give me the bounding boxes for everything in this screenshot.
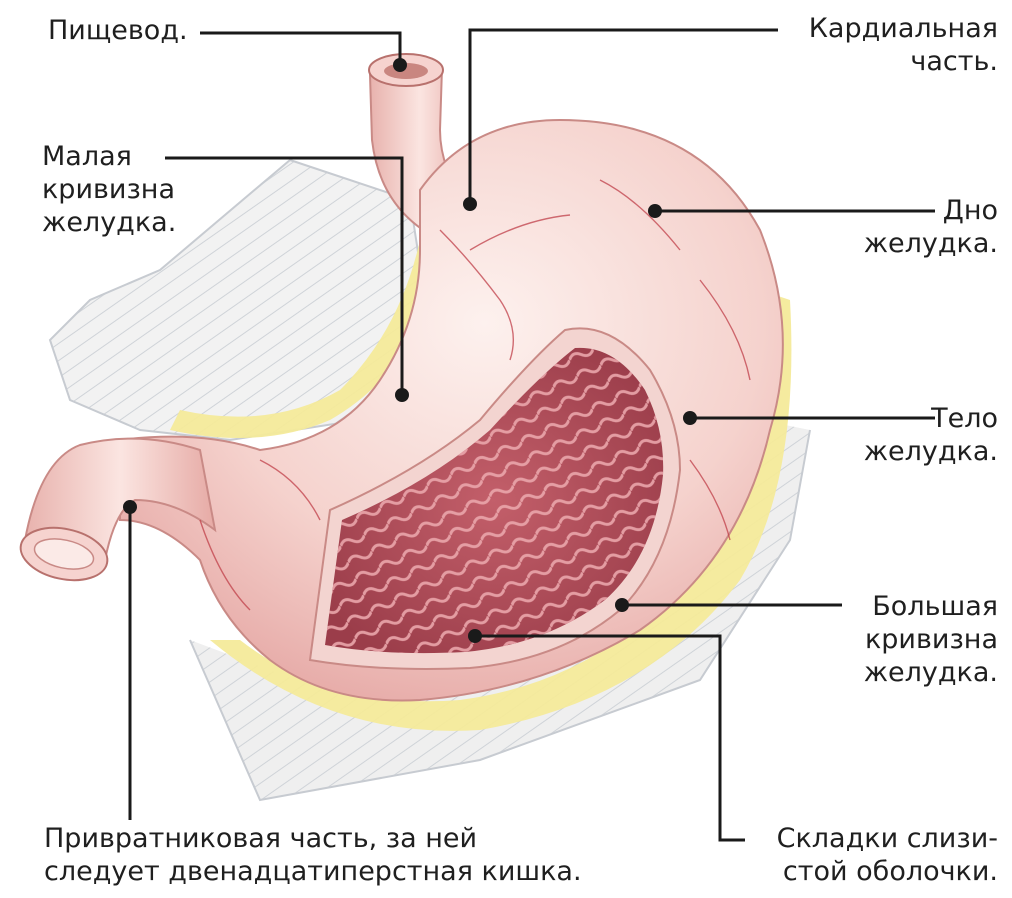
label-lesser-curvature: Малая кривизна желудка.	[42, 140, 176, 239]
label-body: Тело желудка.	[864, 402, 998, 468]
label-fundus: Дно желудка.	[864, 194, 998, 260]
label-pylorus: Привратниковая часть, за ней следует две…	[44, 822, 582, 888]
label-mucosa-folds: Складки слизи- стой оболочки.	[777, 822, 998, 888]
label-esophagus: Пищевод.	[48, 14, 188, 47]
label-cardia: Кардиальная часть.	[809, 12, 998, 78]
label-greater-curvature: Большая кривизна желудка.	[864, 590, 998, 689]
